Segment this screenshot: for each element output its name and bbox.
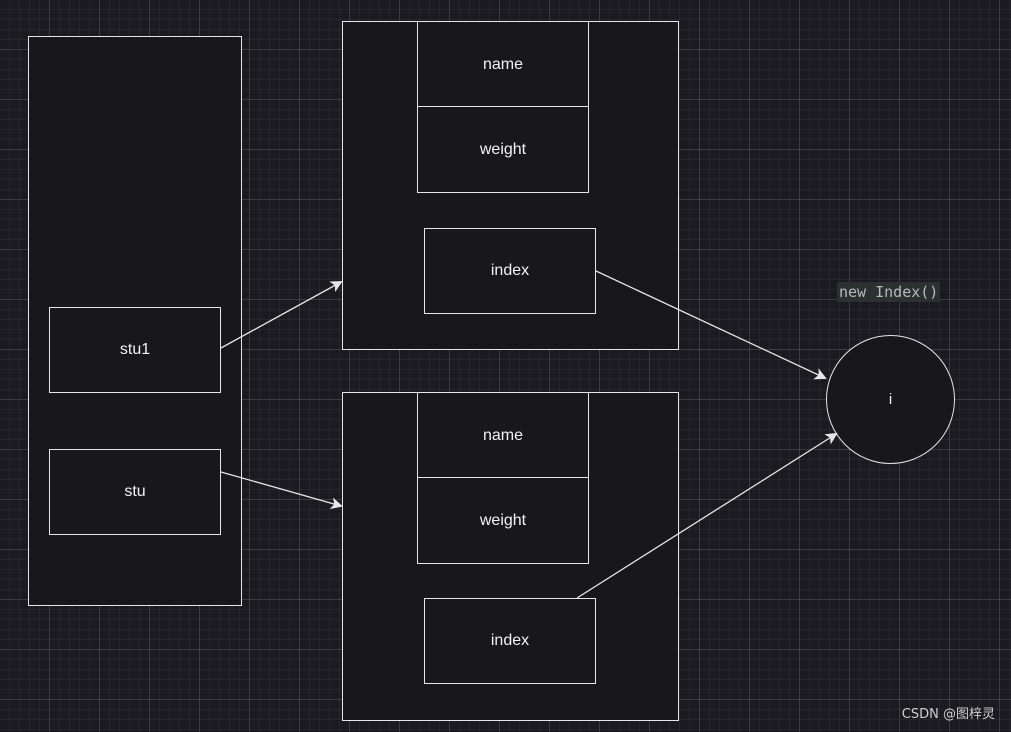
stack-slot-stu1: stu1 xyxy=(49,307,221,393)
object-2-field-weight: weight xyxy=(417,477,589,564)
object-2-field-name: name xyxy=(417,392,589,479)
object-2-field-index: index xyxy=(424,598,596,684)
new-index-annotation: new Index() xyxy=(837,282,941,302)
stack-slot-stu: stu xyxy=(49,449,221,535)
object-1-field-index: index xyxy=(424,228,596,314)
object-1-field-name: name xyxy=(417,21,589,108)
index-instance-circle: i xyxy=(826,335,955,464)
csdn-watermark: CSDN @图梓灵 xyxy=(901,707,995,722)
object-1-field-weight: weight xyxy=(417,106,589,193)
